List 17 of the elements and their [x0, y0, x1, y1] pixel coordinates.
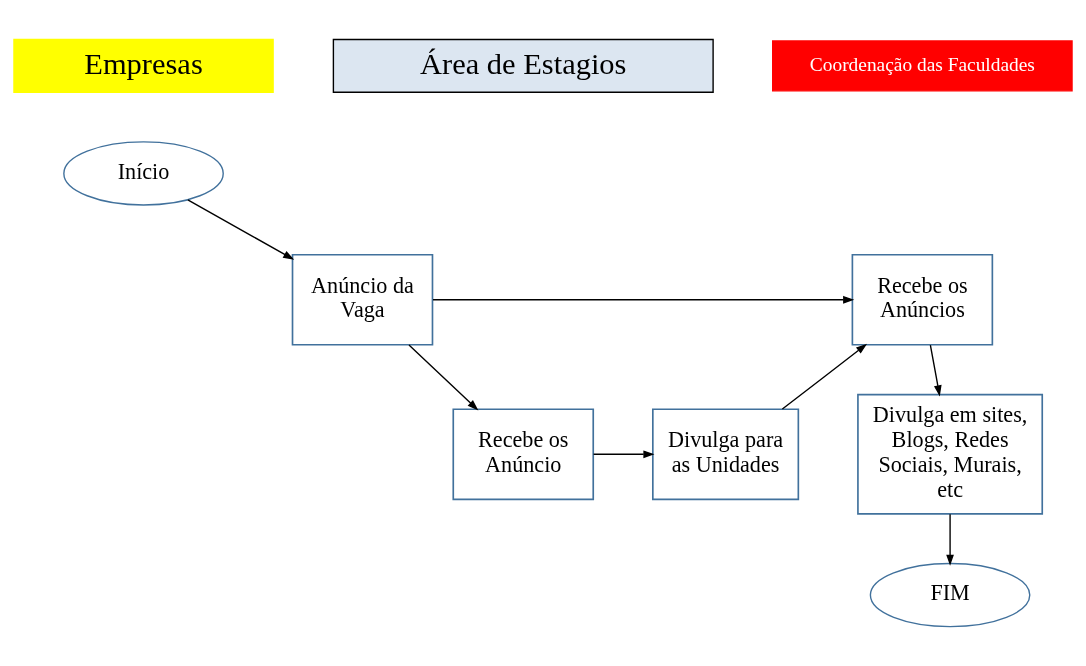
arrow	[929, 344, 942, 397]
node-box: Recebe os Anúncio	[452, 408, 595, 501]
node-box: Anúncio da Vaga	[291, 253, 434, 346]
node-box: Divulga em sites, Blogs, Redes Sociais, Murais, etc	[857, 393, 1044, 515]
node-box: Empresas	[13, 38, 274, 93]
arrow	[432, 295, 855, 304]
node-ellipse: Início	[63, 141, 224, 206]
node-box: Recebe os Anúncios	[851, 253, 994, 346]
arrow	[408, 344, 479, 411]
arrow	[592, 450, 655, 459]
arrow	[946, 513, 954, 566]
node-box: Divulga para as Unidades	[652, 408, 800, 501]
node-ellipse: FIM	[869, 562, 1031, 628]
arrow	[781, 343, 868, 410]
arrow	[187, 199, 295, 260]
node-box: Coordenação das Faculdades	[772, 40, 1073, 92]
node-box: Área de Estagios	[332, 38, 714, 93]
